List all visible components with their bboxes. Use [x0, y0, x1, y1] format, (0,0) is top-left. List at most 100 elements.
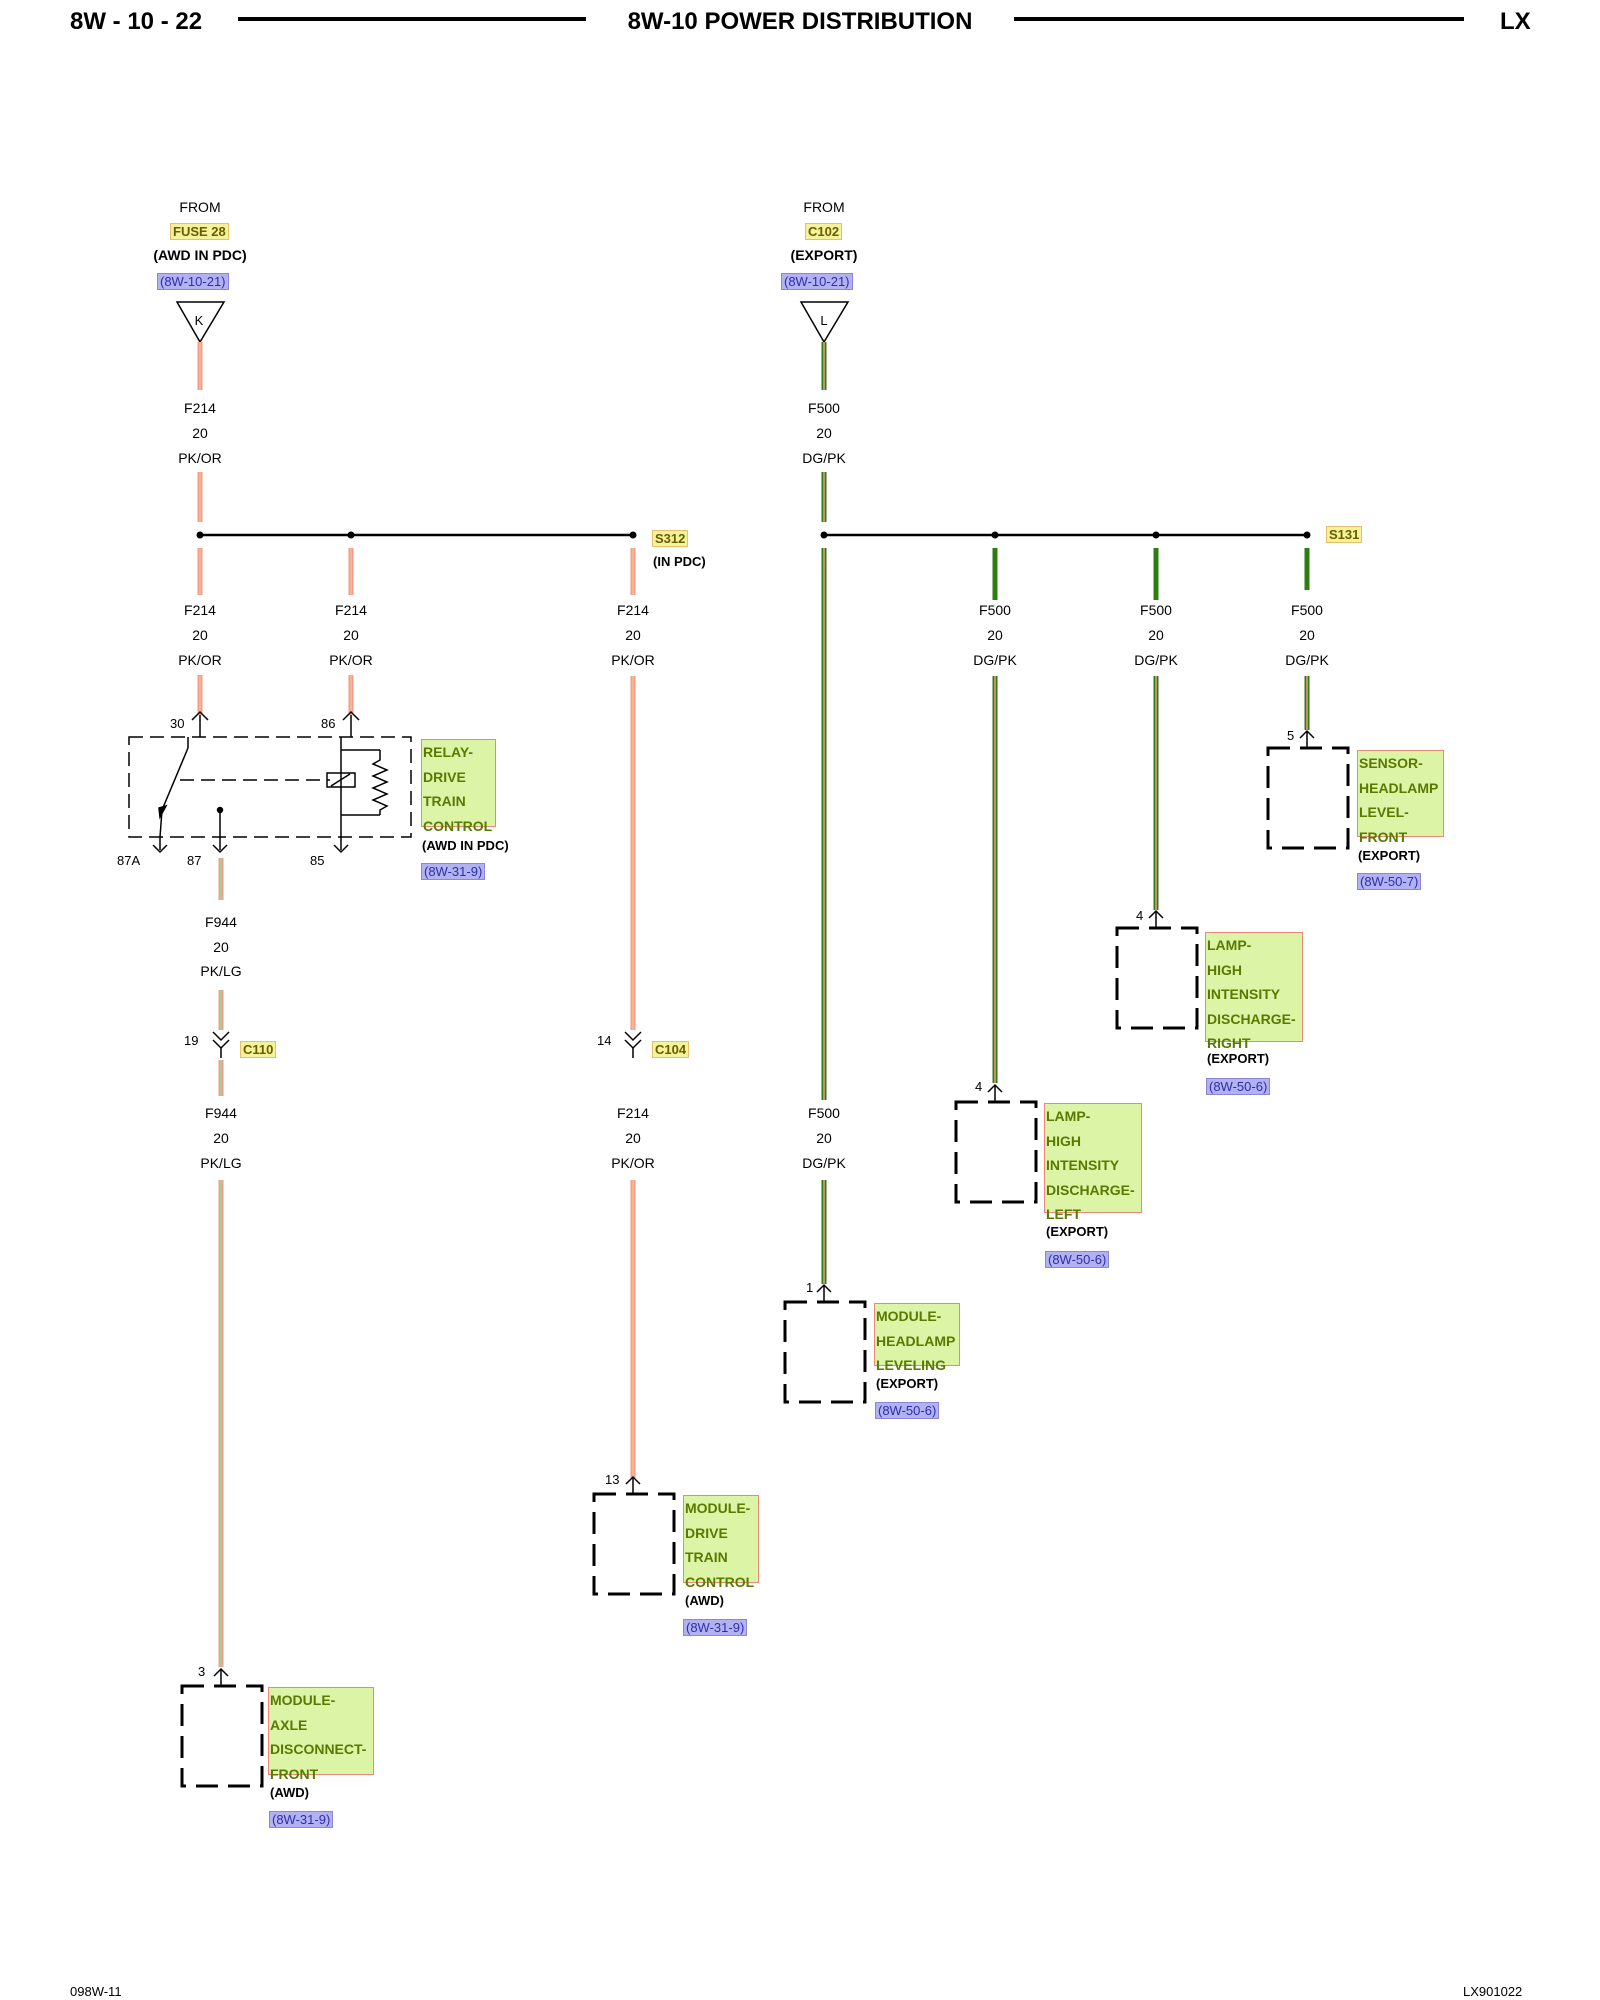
- label-line: LAMP-: [1207, 937, 1252, 953]
- label-line: DRIVE: [423, 768, 466, 785]
- splice-s131-label[interactable]: S131: [1326, 526, 1363, 543]
- lamp-hid-left-label[interactable]: LAMP- HIGH INTENSITY DISCHARGE- LEFT: [1044, 1103, 1142, 1222]
- connector-c110-label[interactable]: C110: [240, 1041, 277, 1058]
- wire-color: DG/PK: [973, 652, 1017, 668]
- sensor-headlamp-box: [1266, 746, 1350, 850]
- headlamp-leveling-note: (EXPORT): [876, 1376, 939, 1391]
- wire-gauge: 20: [816, 425, 832, 441]
- source-1-name[interactable]: FUSE 28: [170, 223, 229, 240]
- circuit-id: F944: [205, 914, 237, 930]
- wire-group: [197, 342, 1310, 1667]
- lamp-left-pin: 4: [975, 1079, 983, 1094]
- connector-c104-symbol: [624, 1031, 642, 1058]
- label-line: MODULE-: [685, 1500, 751, 1516]
- relay-ref[interactable]: (8W-31-9): [421, 863, 486, 880]
- source-1-ref[interactable]: (8W-10-21): [157, 273, 229, 290]
- splice-s312-note: (IN PDC): [653, 554, 706, 569]
- splice-bus-s312: [196, 531, 637, 539]
- label-line: FRONT: [1359, 828, 1408, 845]
- connector-c104-label[interactable]: C104: [652, 1041, 690, 1058]
- label-line: HIGH: [1207, 961, 1242, 978]
- lamp-right-box: [1115, 926, 1199, 1030]
- circuit-id: F214: [184, 602, 216, 618]
- circuit-id: F214: [184, 400, 216, 416]
- relay-pin-30: 30: [170, 716, 185, 731]
- source-1-from: FROM: [179, 199, 221, 215]
- label-line: AXLE: [270, 1716, 308, 1733]
- wire-gauge: 20: [213, 939, 229, 955]
- lamp-left-note: (EXPORT): [1046, 1224, 1109, 1239]
- label-line: MODULE-: [270, 1692, 336, 1708]
- header-rule-left: [238, 17, 586, 21]
- wire-color: PK/OR: [178, 450, 222, 466]
- splice-s312-label[interactable]: S312: [652, 530, 689, 547]
- lamp-hid-right-label[interactable]: LAMP- HIGH INTENSITY DISCHARGE- RIGHT: [1205, 932, 1303, 1051]
- wire-gauge: 20: [987, 627, 1003, 643]
- axle-module-note: (AWD): [270, 1785, 309, 1800]
- wire-color: PK/OR: [178, 652, 222, 668]
- lamp-right-ref[interactable]: (8W-50-6): [1206, 1078, 1271, 1095]
- label-line: TRAIN: [685, 1549, 728, 1565]
- source-1-note: (AWD IN PDC): [153, 247, 247, 263]
- source-2-name[interactable]: C102: [805, 223, 843, 240]
- label-line: SENSOR-: [1359, 755, 1423, 771]
- page-title: 8W-10 POWER DISTRIBUTION: [627, 8, 973, 35]
- dtc-module-ref[interactable]: (8W-31-9): [683, 1619, 748, 1636]
- label-line: LEVELING: [876, 1357, 947, 1373]
- headlamp-leveling-ref[interactable]: (8W-50-6): [875, 1402, 940, 1419]
- source-triangle-k: K: [175, 301, 226, 344]
- relay-pin-87a: 87A: [117, 853, 141, 868]
- relay-pin-85: 85: [310, 853, 325, 868]
- label-line: DRIVE: [685, 1524, 728, 1541]
- wire-color: DG/PK: [802, 1155, 846, 1171]
- headlamp-leveling-pin: 1: [806, 1280, 814, 1295]
- label-line: LAMP-: [1046, 1108, 1091, 1124]
- module-headlamp-leveling-label[interactable]: MODULE- HEADLAMP LEVELING: [874, 1303, 960, 1373]
- module-drive-train-control-label[interactable]: MODULE- DRIVE TRAIN CONTROL: [683, 1495, 759, 1590]
- circuit-id: F500: [979, 602, 1011, 618]
- wire-color: PK/OR: [329, 652, 373, 668]
- wire-gauge: 20: [625, 627, 641, 643]
- dtc-module-pin: 13: [605, 1472, 620, 1487]
- connector-c104-pin: 14: [597, 1033, 612, 1048]
- relay-drive-train-control-label[interactable]: RELAY- DRIVE TRAIN CONTROL: [421, 739, 496, 834]
- connector-c110-pin: 19: [184, 1033, 199, 1048]
- sensor-headlamp-note: (EXPORT): [1358, 848, 1421, 863]
- sensor-headlamp-ref[interactable]: (8W-50-7): [1357, 873, 1422, 890]
- label-line: HIGH: [1046, 1132, 1081, 1149]
- sensor-headlamp-level-front-label[interactable]: SENSOR- HEADLAMP LEVEL- FRONT: [1357, 750, 1444, 845]
- label-line: DISCHARGE-: [1046, 1181, 1135, 1198]
- relay-note: (AWD IN PDC): [422, 838, 509, 853]
- circuit-id: F500: [808, 400, 840, 416]
- label-line: CONTROL: [685, 1573, 755, 1590]
- circuit-id: F944: [205, 1105, 237, 1121]
- wire-gauge: 20: [625, 1130, 641, 1146]
- relay-pin-86: 86: [321, 716, 336, 731]
- lamp-right-pin: 4: [1136, 908, 1144, 923]
- source-2-ref[interactable]: (8W-10-21): [781, 273, 853, 290]
- label-line: TRAIN: [423, 793, 466, 809]
- label-line: CONTROL: [423, 817, 493, 834]
- wire-gauge: 20: [192, 425, 208, 441]
- circuit-id: F214: [617, 1105, 649, 1121]
- headlamp-leveling-box: [783, 1300, 867, 1404]
- axle-module-pin: 3: [198, 1664, 206, 1679]
- splice-bus-s131: [820, 531, 1311, 539]
- axle-module-ref[interactable]: (8W-31-9): [269, 1811, 334, 1828]
- label-line: HEADLAMP: [876, 1332, 956, 1349]
- wire-gauge: 20: [192, 627, 208, 643]
- source-2-from: FROM: [803, 199, 845, 215]
- wire-color: PK/LG: [200, 1155, 242, 1171]
- circuit-id: F214: [335, 602, 367, 618]
- wire-gauge: 20: [213, 1130, 229, 1146]
- wire-color: PK/LG: [200, 963, 242, 979]
- lamp-left-ref[interactable]: (8W-50-6): [1045, 1251, 1110, 1268]
- wire-gauge: 20: [343, 627, 359, 643]
- dtc-module-note: (AWD): [685, 1593, 724, 1608]
- label-line: MODULE-: [876, 1308, 942, 1324]
- footer-left-code: 098W-11: [70, 1984, 122, 1999]
- label-line: INTENSITY: [1046, 1157, 1120, 1173]
- module-axle-disconnect-front-label[interactable]: MODULE- AXLE DISCONNECT- FRONT: [268, 1687, 374, 1782]
- lamp-right-note: (EXPORT): [1207, 1051, 1270, 1066]
- label-line: RELAY-: [423, 744, 474, 760]
